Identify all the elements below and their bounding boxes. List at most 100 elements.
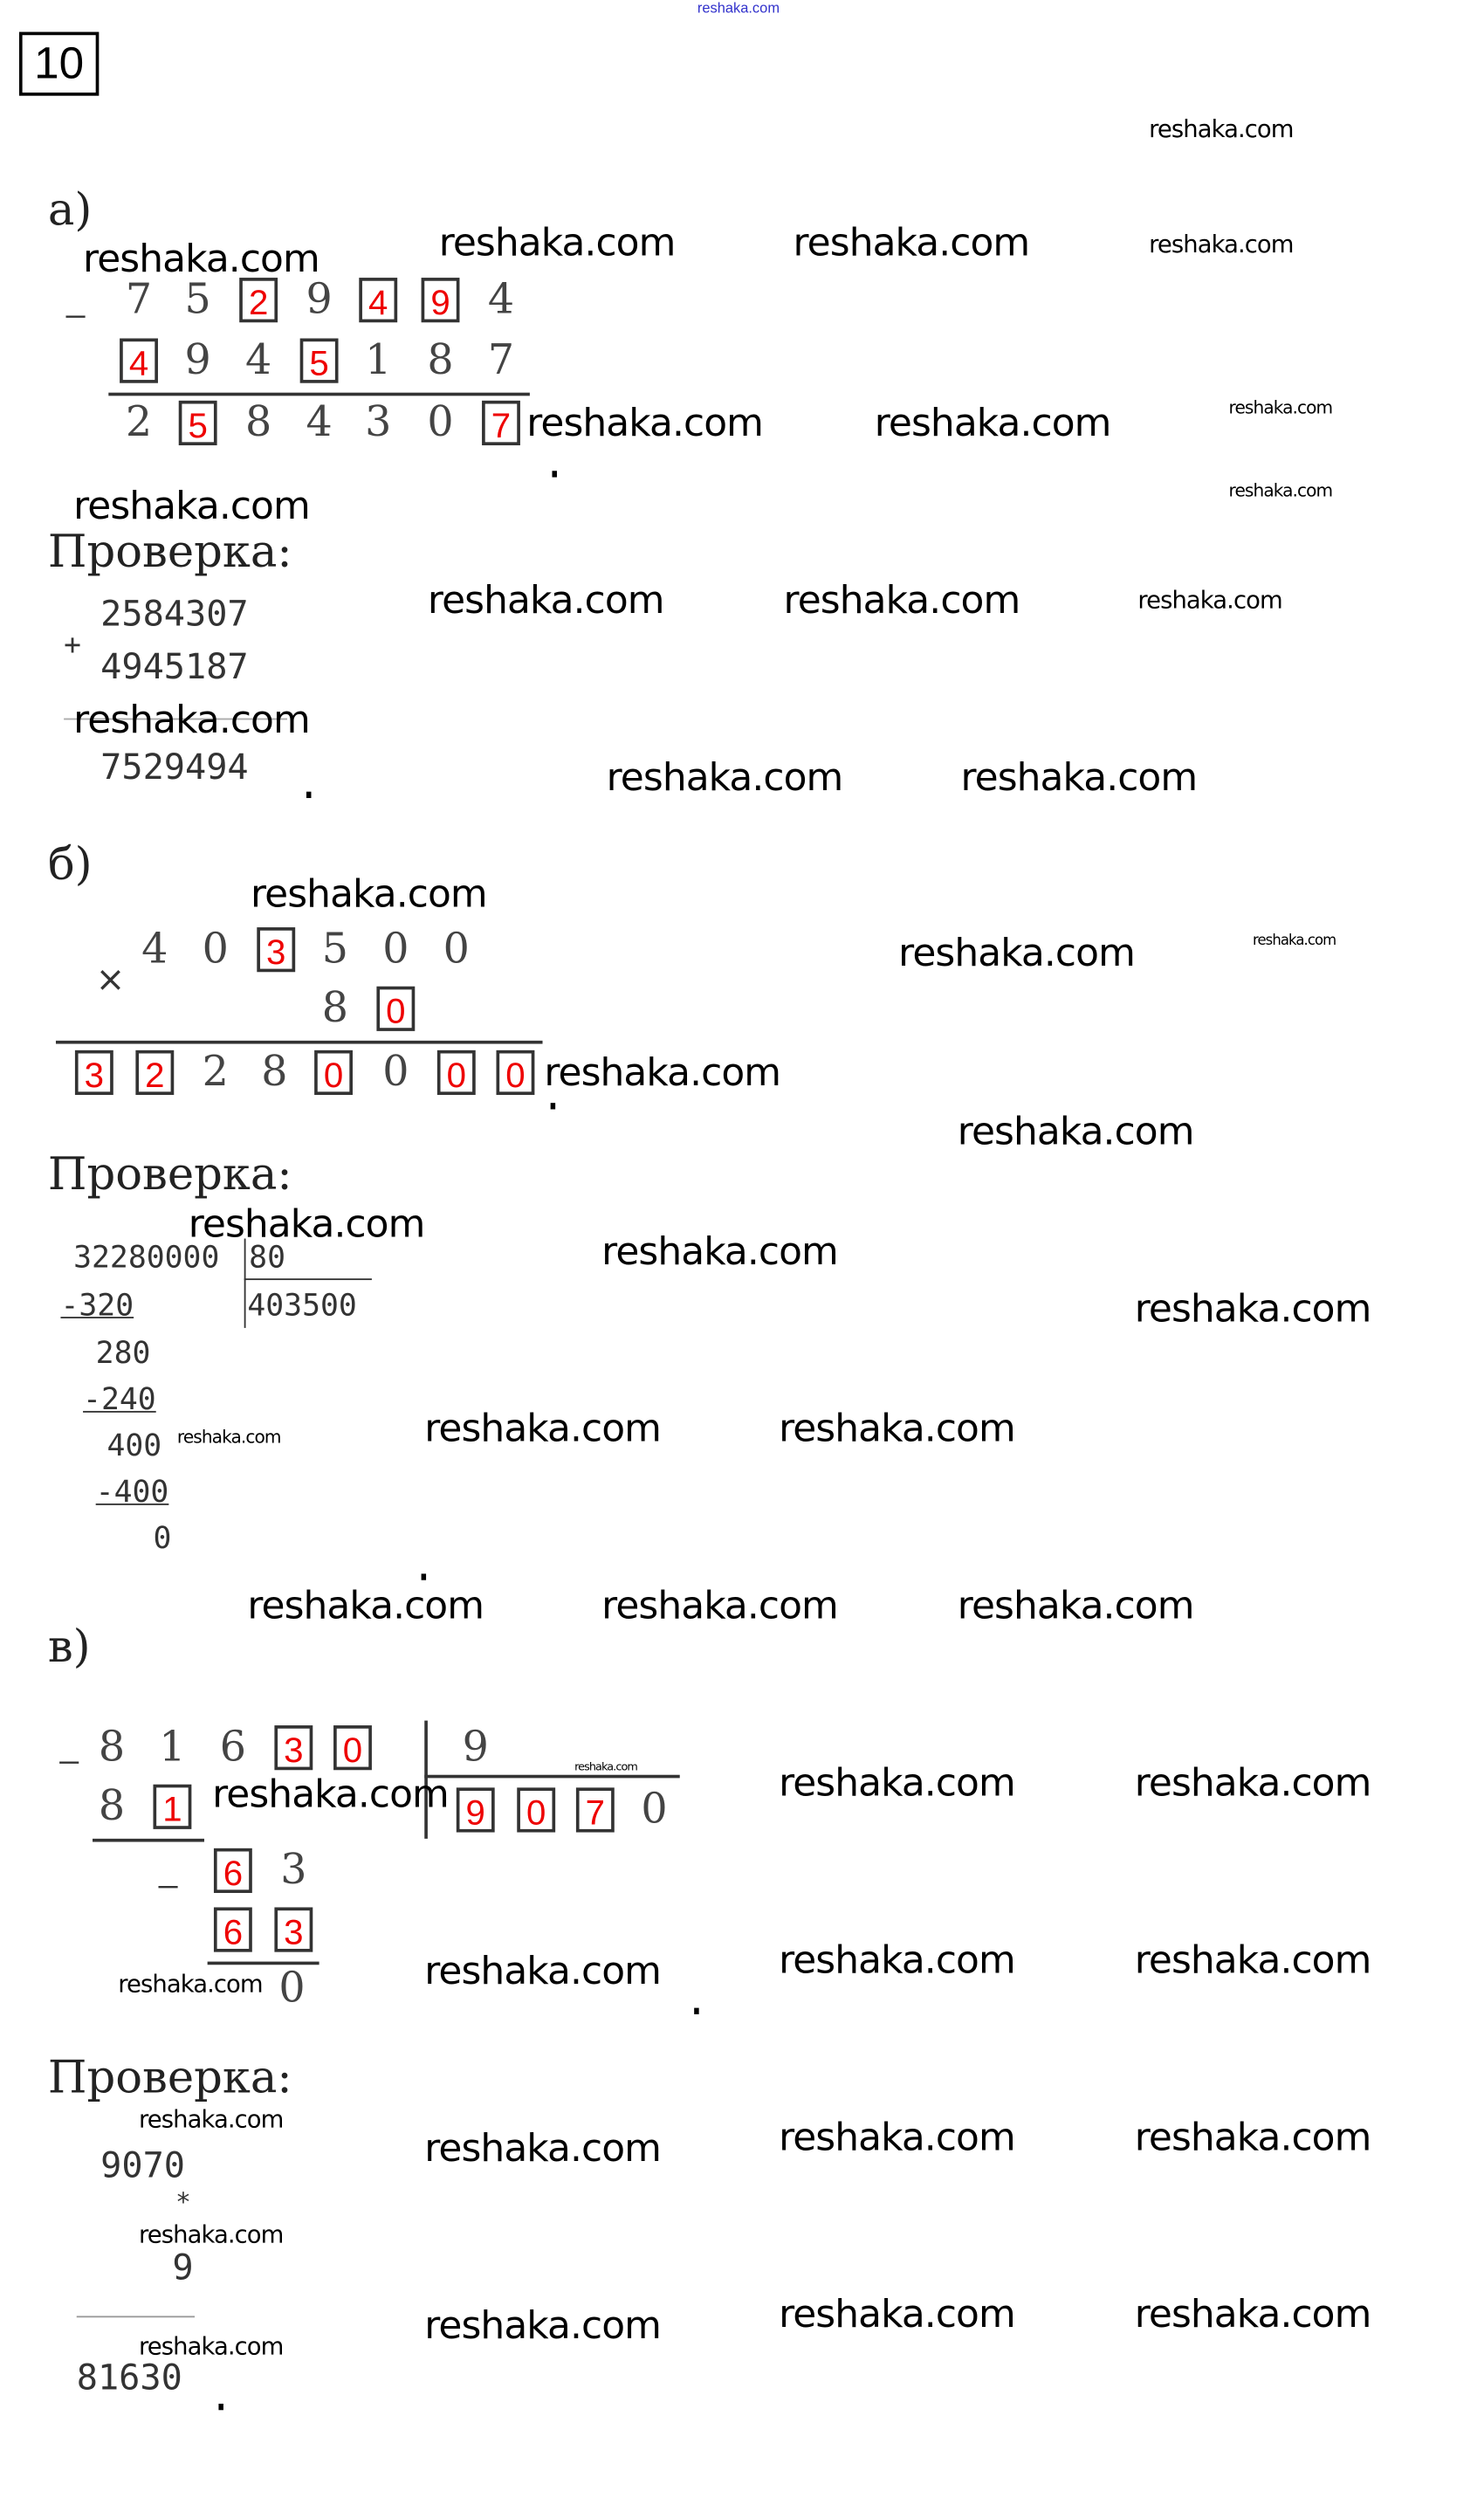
watermark-text: reshaka.com	[424, 1406, 662, 1451]
watermark-text: reshaka.com	[139, 2220, 284, 2249]
sum-line	[108, 392, 530, 396]
watermark-text: reshaka.com	[606, 754, 844, 800]
answer-digit-box: 4	[359, 278, 398, 323]
division-step: -240	[83, 1382, 156, 1418]
digit: 0	[202, 926, 229, 974]
minus-sign: −	[64, 293, 87, 341]
plus-sign: +	[64, 629, 81, 663]
dot	[552, 471, 557, 478]
watermark-text: reshaka.com	[960, 754, 1198, 800]
digit: 4	[487, 276, 515, 325]
minus-sign: −	[156, 1864, 180, 1911]
watermark-text: reshaka.com	[957, 1109, 1195, 1154]
watermark-text: reshaka.com	[73, 483, 311, 529]
addend-2: 4945187	[100, 648, 249, 688]
factor-1: 9070	[100, 2146, 186, 2187]
digit: 8	[98, 1782, 126, 1831]
subtraction-line	[93, 1838, 204, 1842]
watermark-text: reshaka.com	[1134, 1286, 1372, 1332]
answer-digit-box: 0	[496, 1050, 535, 1096]
division-step: -400	[95, 1475, 169, 1511]
watermark-text: reshaka.com	[427, 577, 665, 623]
divisor-line	[244, 1278, 372, 1281]
answer-digit-box: 3	[74, 1050, 113, 1096]
watermark-text: reshaka.com	[139, 2105, 284, 2135]
remainder-digit: 0	[278, 1965, 306, 2013]
watermark-text: reshaka.com	[250, 871, 488, 917]
watermark-text: reshaka.com	[526, 400, 764, 446]
subtraction-line	[207, 1961, 319, 1965]
answer-digit-box: 0	[333, 1725, 372, 1771]
times-sign: *	[175, 2186, 191, 2218]
digit: 5	[321, 926, 348, 974]
digit: 2	[202, 1048, 229, 1097]
watermark-text: reshaka.com	[574, 1760, 638, 1773]
digit: 3	[365, 399, 392, 447]
watermark-text: reshaka.com	[1149, 230, 1294, 259]
division-bar	[424, 1720, 428, 1839]
answer-digit-box: 6	[213, 1907, 252, 1952]
digit: 8	[321, 984, 348, 1033]
answer-digit-box: 0	[376, 986, 416, 1031]
check-label-b: Проверка:	[47, 1147, 292, 1201]
minus-sign: −	[57, 1739, 81, 1786]
answer-digit-box: 9	[421, 278, 460, 323]
part-a-label: а)	[47, 183, 93, 237]
answer-digit-box: 2	[239, 278, 278, 323]
digit: 2	[125, 399, 153, 447]
watermark-text: reshaka.com	[424, 1948, 662, 1994]
answer-digit-box: 2	[135, 1050, 175, 1096]
digit: 0	[427, 399, 454, 447]
watermark-text: reshaka.com	[779, 1406, 1016, 1451]
digit: 7	[487, 336, 515, 385]
dot	[550, 1103, 556, 1110]
divisor-line	[424, 1774, 680, 1779]
problem-number: 10	[18, 31, 100, 96]
watermark-text: reshaka.com	[83, 236, 320, 281]
watermark-text: reshaka.com	[793, 220, 1031, 265]
digit: 5	[184, 276, 211, 325]
watermark-text: reshaka.com	[1134, 1760, 1372, 1806]
digit: 6	[219, 1724, 246, 1772]
digit: 8	[98, 1724, 126, 1772]
divisor: 80	[249, 1240, 286, 1276]
watermark-text: reshaka.com	[544, 1050, 781, 1096]
watermark-text: reshaka.com	[957, 1583, 1195, 1628]
watermark-text: reshaka.com	[1137, 585, 1282, 615]
factor-2: 9	[172, 2248, 194, 2289]
digit: 4	[141, 926, 168, 974]
watermark-text: reshaka.com	[779, 2115, 1016, 2160]
part-v-label: в)	[47, 1620, 91, 1673]
digit: 0	[382, 1048, 409, 1097]
check-label-a: Проверка:	[47, 525, 292, 578]
answer-digit-box: 3	[274, 1725, 313, 1771]
watermark-text: reshaka.com	[424, 2125, 662, 2171]
answer-digit-box: 5	[299, 338, 339, 383]
watermark-text: reshaka.com	[176, 1427, 282, 1448]
answer-digit-box: 0	[436, 1050, 476, 1096]
digit: 3	[280, 1846, 307, 1895]
divisor-digit: 9	[462, 1724, 489, 1772]
watermark-text: reshaka.com	[1134, 2115, 1372, 2160]
dividend: 32280000	[73, 1240, 220, 1276]
watermark-text: reshaka.com	[1134, 1937, 1372, 1983]
answer-digit-box: 6	[213, 1848, 252, 1894]
part-b-label: б)	[47, 837, 93, 891]
watermark-text: reshaka.com	[247, 1583, 484, 1628]
digit: 4	[244, 336, 272, 385]
answer-digit-box: 0	[517, 1787, 556, 1833]
watermark-text: reshaka.com	[898, 930, 1136, 975]
watermark-text: reshaka.com	[212, 1772, 450, 1817]
watermark-text: reshaka.com	[783, 577, 1021, 623]
digit: 7	[125, 276, 153, 325]
answer-digit-box: 7	[575, 1787, 615, 1833]
digit: 0	[443, 926, 470, 974]
dot	[218, 2403, 223, 2411]
addend-1: 2584307	[100, 595, 249, 636]
digit: 8	[244, 399, 272, 447]
division-step: 400	[106, 1428, 162, 1464]
division-step: -320	[60, 1288, 134, 1324]
answer-digit-box: 9	[456, 1787, 495, 1833]
product-line	[76, 2316, 196, 2318]
